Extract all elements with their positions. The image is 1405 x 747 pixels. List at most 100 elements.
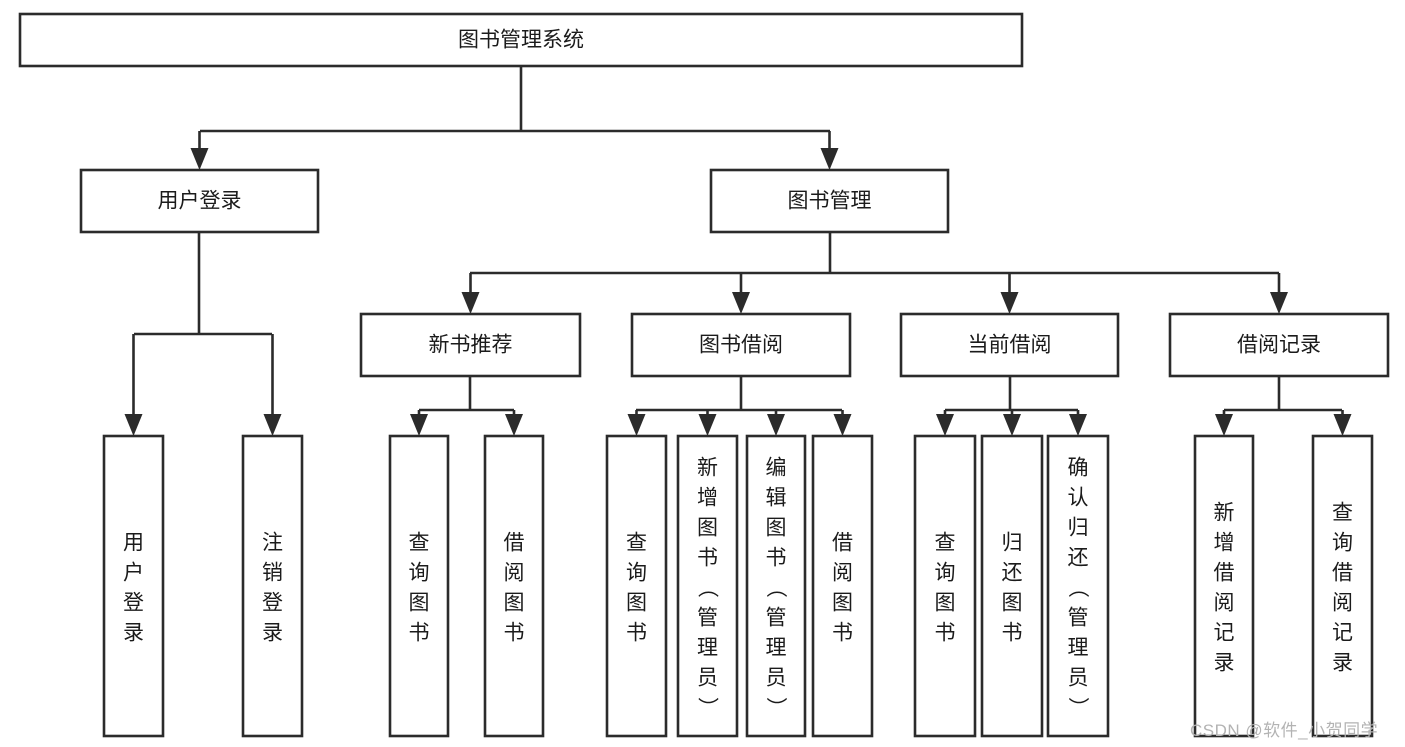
- edge-l3_2-to-leaf_10: [1069, 410, 1087, 436]
- node-label-char: 图: [504, 591, 525, 614]
- node-l3_1[interactable]: 图书借阅: [630, 312, 852, 378]
- node-label-char: 新: [1214, 501, 1235, 524]
- node-label-char: 注: [262, 531, 283, 554]
- edge-l2_0-to-leaf_0: [124, 334, 143, 436]
- book-borrow-branch-bar: [636, 376, 842, 412]
- edge-l2_1-to-l3_0: [461, 273, 480, 314]
- user-login-branch-bar: [134, 232, 272, 336]
- node-label-char: 员: [766, 666, 787, 689]
- node-label-char: 录: [1214, 651, 1235, 674]
- new-book-branch-bar: [419, 376, 514, 412]
- node-label-char: 查: [409, 531, 430, 554]
- node-label-char: 用: [123, 531, 144, 554]
- node-label-char: 借: [832, 531, 853, 554]
- node-label-char: 归: [1068, 516, 1089, 539]
- node-label-char: 图: [766, 516, 787, 539]
- edge-l3_3-to-leaf_12: [1333, 410, 1352, 436]
- node-label-char: 查: [1332, 501, 1353, 524]
- node-label-char: （: [764, 577, 787, 598]
- node-label-char: 理: [697, 636, 718, 659]
- node-label-char: 记: [1214, 621, 1235, 644]
- node-label-char: 确: [1068, 456, 1089, 479]
- node-label-char: 书: [935, 621, 956, 644]
- node-label-char: 认: [1068, 486, 1089, 509]
- node-label-char: 借: [504, 531, 525, 554]
- edge-l3_1-to-leaf_5: [698, 410, 717, 436]
- node-label: 图书管理: [788, 190, 872, 213]
- node-label-char: 阅: [1214, 591, 1235, 614]
- node-label-char: ）: [764, 697, 787, 718]
- node-l3_0[interactable]: 新书推荐: [359, 312, 582, 378]
- node-label-char: 书: [766, 546, 787, 569]
- node-label-char: 还: [1068, 546, 1089, 569]
- node-root[interactable]: 图书管理系统: [18, 12, 1024, 68]
- node-l3_2[interactable]: 当前借阅: [899, 312, 1120, 378]
- node-label-char: ）: [1066, 697, 1089, 718]
- edges-layer: [124, 66, 1352, 436]
- node-label-char: 书: [832, 621, 853, 644]
- node-label-char: 理: [766, 636, 787, 659]
- node-label-char: ）: [696, 697, 719, 718]
- node-label-char: 图: [697, 516, 718, 539]
- node-leaf_0[interactable]: 用户登录: [102, 434, 165, 738]
- edge-l3_0-to-leaf_2: [410, 410, 428, 436]
- node-l3_3[interactable]: 借阅记录: [1168, 312, 1390, 378]
- edge-l3_2-to-leaf_8: [936, 410, 954, 436]
- node-label-char: 图: [1002, 591, 1023, 614]
- node-label-char: 还: [1002, 561, 1023, 584]
- edge-root-to-l2_0: [190, 131, 209, 170]
- node-label-char: 书: [697, 546, 718, 569]
- edge-l3_1-to-leaf_4: [627, 410, 646, 436]
- node-label-char: 借: [1214, 561, 1235, 584]
- node-label-char: 阅: [1332, 591, 1353, 614]
- edge-l2_1-to-l3_3: [1270, 273, 1288, 314]
- node-label-char: 增: [1214, 531, 1235, 554]
- book-mgmt-branch-bar: [470, 232, 1279, 275]
- node-l2_1[interactable]: 图书管理: [709, 168, 950, 234]
- node-label-char: 管: [697, 606, 718, 629]
- node-l2_0[interactable]: 用户登录: [79, 168, 320, 234]
- node-label-char: 辑: [766, 486, 787, 509]
- node-label-char: 询: [409, 561, 430, 584]
- node-label: 图书借阅: [699, 334, 783, 357]
- edge-l2_1-to-l3_1: [732, 273, 750, 314]
- node-label-char: 询: [1332, 531, 1353, 554]
- node-label-char: 阅: [504, 561, 525, 584]
- current-borrow-branch-bar: [945, 376, 1078, 412]
- node-label-char: 新: [697, 456, 718, 479]
- nodes-layer: 图书管理系统用户登录图书管理新书推荐图书借阅当前借阅借阅记录用户登录注销登录查询…: [18, 12, 1390, 738]
- node-label-char: 登: [123, 591, 144, 614]
- node-label-char: 图: [409, 591, 430, 614]
- node-label-char: 编: [766, 456, 787, 479]
- root-branch-bar: [200, 66, 830, 133]
- node-label-char: 理: [1068, 636, 1089, 659]
- node-label-char: 书: [409, 621, 430, 644]
- edge-l2_0-to-leaf_1: [263, 334, 282, 436]
- node-label: 用户登录: [158, 190, 242, 213]
- node-label-char: 书: [626, 621, 647, 644]
- edge-l3_2-to-leaf_9: [1003, 410, 1021, 436]
- edge-l3_0-to-leaf_3: [505, 410, 523, 436]
- node-label-char: （: [1066, 577, 1089, 598]
- watermark-text: CSDN @软件_小贺同学: [1190, 721, 1379, 740]
- node-label-char: 查: [935, 531, 956, 554]
- node-label-char: 归: [1002, 531, 1023, 554]
- node-label-char: 管: [1068, 606, 1089, 629]
- node-label: 当前借阅: [968, 334, 1052, 357]
- node-label-char: 阅: [832, 561, 853, 584]
- edge-l3_3-to-leaf_11: [1215, 410, 1233, 436]
- node-label-char: 户: [123, 561, 144, 584]
